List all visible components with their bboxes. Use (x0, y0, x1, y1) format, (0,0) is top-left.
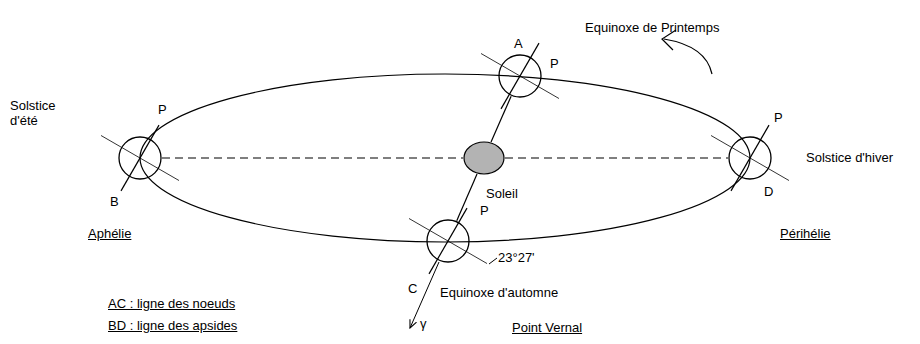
sun-label: Soleil (486, 186, 518, 201)
earth-shape (118, 136, 162, 180)
legend-note: BD : ligne des apsides (108, 318, 237, 333)
earth-node: AP (498, 54, 542, 98)
season-label: Solstice d'été (10, 98, 72, 128)
earth-shape (728, 136, 772, 180)
angle-tick (489, 258, 497, 264)
nodes-line (491, 96, 511, 142)
point-letter: A (514, 36, 523, 51)
motion-arrow (664, 39, 712, 74)
earth-circle (427, 220, 469, 262)
apsides-line (505, 157, 728, 158)
pole-label: P (550, 56, 559, 71)
earth-circle (729, 137, 771, 179)
earth-node: PC (426, 219, 470, 263)
pole-label: P (480, 203, 489, 218)
apsis-label: Périhélie (780, 226, 831, 241)
earth-node: PB (118, 136, 162, 180)
orbit-ellipse (140, 74, 750, 242)
sun-disc (464, 142, 504, 174)
earth-equator (481, 54, 559, 99)
vernal-symbol: γ (420, 316, 427, 331)
season-label: Equinoxe d'automne (440, 285, 558, 300)
earth-equator (101, 136, 179, 181)
legend-note: AC : ligne des noeuds (108, 296, 235, 311)
season-label: Solstice d'hiver (806, 150, 893, 165)
earth-circle (499, 55, 541, 97)
pole-label: P (158, 102, 167, 117)
sun-shape (463, 141, 505, 175)
point-letter: C (408, 281, 417, 296)
earth-shape (498, 54, 542, 98)
apsis-label: Aphélie (88, 226, 131, 241)
season-label: Equinoxe de Printemps (585, 20, 719, 35)
tilt-angle: 23°27' (498, 250, 535, 265)
point-letter: B (110, 194, 119, 209)
pole-label: P (774, 110, 783, 125)
earth-node: PD (728, 136, 772, 180)
earth-shape (426, 219, 470, 263)
sun-node: Soleil (463, 141, 505, 175)
nodes-line (457, 174, 477, 221)
earth-equator (711, 136, 789, 181)
earth-equator (409, 219, 487, 264)
earth-circle (119, 137, 161, 179)
vernal-label: Point Vernal (512, 320, 582, 335)
point-letter: D (764, 184, 773, 199)
apsides-line (162, 157, 463, 158)
